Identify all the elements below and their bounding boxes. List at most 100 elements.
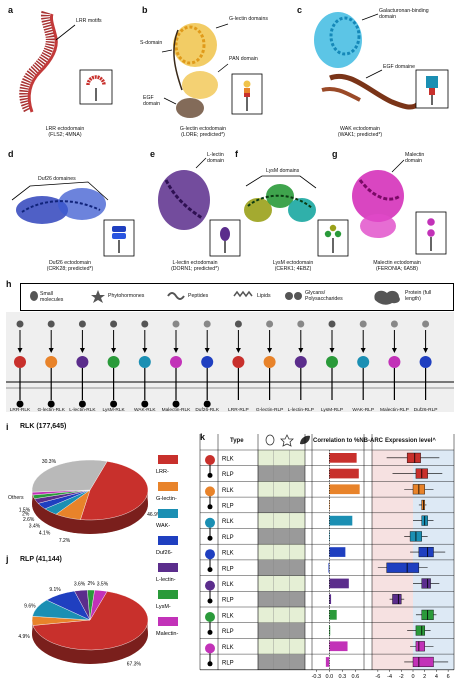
legend-phytohormones: Phytohormones [108, 293, 145, 299]
legend-lipids: Lipids [257, 293, 271, 299]
phytohormone-star-icon [91, 290, 105, 303]
peptide-wave-icon [167, 292, 185, 300]
pie-slice-label: 4.1% [39, 531, 51, 537]
legend-swatch [158, 536, 178, 545]
receptor-label: G-lectin-RLK [37, 408, 65, 413]
rlk-others-label: Others [8, 495, 24, 501]
caption-g-lectin: G-lectin ectodomain (LORE; predicted*) [148, 126, 258, 138]
caption-wak-line2: (WAK1; predicted*) [337, 132, 383, 139]
annotation-duf26-domaines: Duf26 domaines [38, 176, 76, 182]
correlation-bar [325, 657, 330, 667]
rlp-pie-title: RLP (41,144) [20, 556, 62, 563]
correlation-bar [329, 547, 346, 557]
legend-label: Malectin- [156, 631, 178, 637]
arrow-head [329, 348, 335, 353]
expr-tick-label: -2 [399, 674, 404, 680]
annotation-lrr-motifs: LRR motifs [76, 18, 102, 24]
ligand-shape [141, 320, 149, 328]
corr-tick-label: 0.0 [326, 674, 334, 680]
pie-slice-label: 1.5% [19, 508, 31, 514]
row-type-label: RLK [222, 551, 234, 557]
row-type-label: RLP [222, 660, 234, 666]
ligand-cell-grey [258, 497, 305, 513]
receptor-label: L-lectin-RLP [287, 408, 314, 413]
ectodomain-shape [138, 356, 151, 368]
l-lectin-ectodomain-structure [158, 157, 210, 230]
rlk-pie-title: RLK (177,645) [20, 423, 67, 430]
caption-wak-line1: WAK ectodomain [340, 126, 380, 132]
pie-slice [31, 459, 108, 493]
caption-malectin-line1: Malectin ectodomain [373, 260, 421, 266]
type-icon [205, 612, 215, 622]
arrow-head [360, 348, 366, 353]
caption-lysm: LysM ectodomain (CERK1; 4EBZ) [248, 260, 338, 272]
type-icon [205, 517, 215, 528]
caption-lysm-line2: (CERK1; 4EBZ) [274, 266, 312, 273]
malectin-ectodomain-structure [352, 159, 405, 238]
ligand-cell-grey [258, 622, 305, 639]
panel-letter-e: e [150, 149, 156, 159]
row-type-label: RLP [222, 535, 234, 541]
kinase-domain [141, 400, 149, 408]
legend-label: LysM- [156, 604, 171, 610]
ligand-cell-grey [258, 591, 305, 607]
box-iqr [406, 452, 421, 463]
panel-letter-b: b [142, 5, 148, 15]
caption-duf26-line1: Duf26 ectodomain [48, 260, 92, 266]
arrow-head [142, 348, 148, 353]
receptor-label: LysM-RLK [102, 408, 125, 413]
legend-label: WAK- [156, 523, 170, 529]
caption-lysm-line1: LysM ectodomain [272, 260, 314, 266]
expr-tick-label: 2 [423, 674, 426, 680]
expr-tick-label: -4 [387, 674, 392, 680]
correlation-bar [329, 468, 359, 479]
peptide-header-icon [265, 434, 275, 446]
expr-tick-label: -6 [375, 674, 380, 680]
box-iqr [421, 578, 431, 589]
correlation-bar [329, 625, 331, 636]
receptor-label: Malectin-RLK [161, 408, 191, 413]
corr-tick-label: 0.3 [339, 674, 347, 680]
ectodomain-shape [76, 356, 89, 368]
type-kinase [207, 629, 213, 635]
legend-swatch [158, 509, 178, 518]
row-type-label: RLK [222, 645, 234, 651]
pie-slice-label: 7.2% [59, 538, 71, 544]
pie-slice-label: 9.6% [24, 603, 36, 609]
protein-full-length-icon [374, 290, 400, 305]
arrow-head [423, 348, 429, 353]
rlp-pie-chart: 67.3%4.9%9.6%9.1%3.6%2%3.5% [18, 581, 149, 667]
ligand-shape [266, 320, 274, 328]
ectodomain-shape [357, 356, 370, 368]
type-icon [205, 549, 215, 560]
arrow-head [48, 348, 54, 353]
arrow-head [17, 348, 23, 353]
row-type-label: RLK [222, 519, 234, 525]
col-header-correlation: Correlation to %NB-ARC [313, 438, 383, 444]
pie-slice [80, 461, 149, 521]
correlation-bar [329, 610, 337, 620]
receptor-label: LRR-RLP [228, 408, 249, 413]
caption-l-lectin-line2: (DORN1; predicted*) [171, 266, 219, 273]
kinase-domain [47, 400, 55, 408]
correlation-bar [329, 578, 349, 589]
ectodomain-shape [232, 356, 245, 368]
ectodomain-shape [263, 356, 276, 368]
ligand-shape [328, 320, 336, 328]
type-kinase [207, 504, 213, 510]
legend-label: L-lectin- [156, 577, 176, 583]
ligand-shape [47, 320, 55, 328]
correlation-bar [328, 562, 330, 573]
row-type-label: RLP [222, 472, 234, 478]
type-kinase [207, 567, 213, 573]
annotation-galacturonan-binding-domain: Galacturonan-binding domain [379, 8, 429, 20]
expr-tick-label: 0 [411, 674, 414, 680]
panel-letter-a: a [8, 5, 14, 15]
arrow-head [173, 348, 179, 353]
correlation-bar [329, 594, 332, 604]
row-type-label: RLP [222, 566, 234, 572]
kinase-domain [172, 400, 180, 408]
panel-letter-h: h [6, 279, 12, 289]
glycan-icon [285, 292, 302, 300]
ectodomain-shape [14, 356, 26, 368]
